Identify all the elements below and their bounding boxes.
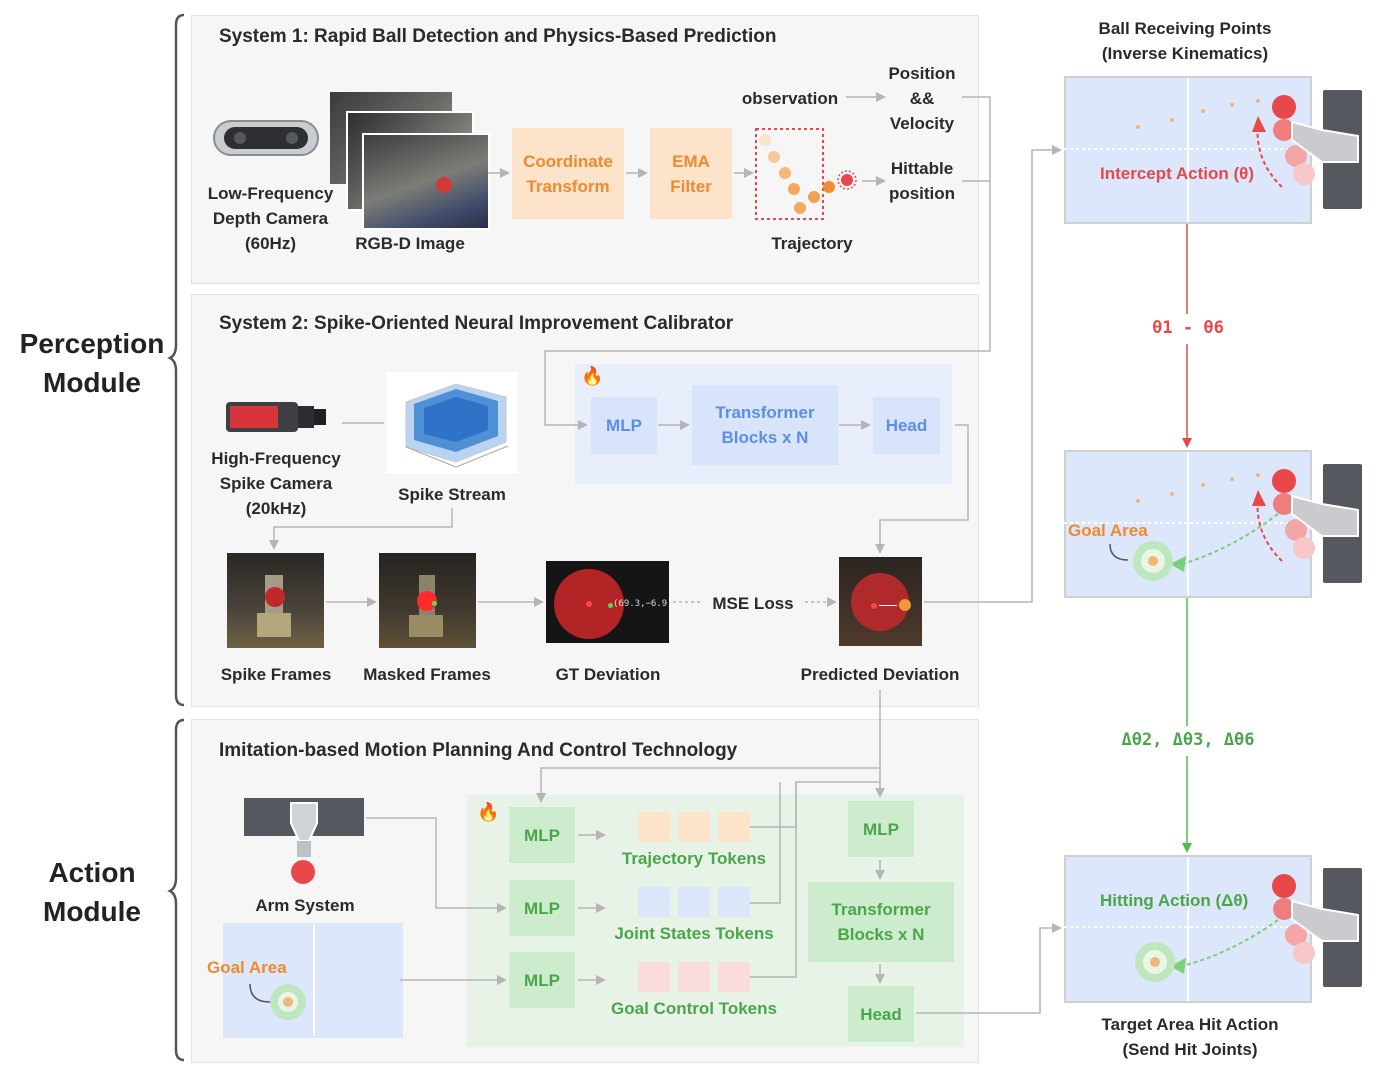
table-mid-centerline: [1187, 452, 1189, 596]
bottom-title-line2: (Send Hit Joints): [1122, 1040, 1258, 1059]
spike-frames-label: Spike Frames: [220, 665, 332, 684]
im-transformer-line1: Transformer: [831, 900, 931, 919]
pv-line2: &&: [909, 89, 935, 108]
top-title-line1: Ball Receiving Points: [1098, 19, 1272, 38]
goal-tokens-label: Goal Control Tokens: [611, 999, 777, 1018]
s2-transformer-line1: Transformer: [715, 403, 815, 422]
theta-range-label: θ1 - θ6: [1138, 318, 1238, 338]
fire-icon-2: 🔥: [477, 802, 500, 822]
spike-stream-label: Spike Stream: [398, 485, 506, 504]
position-velocity-label: Position && Velocity: [872, 61, 972, 136]
spike-camera-icon: [226, 402, 326, 432]
system2-head-box: Head: [873, 397, 940, 454]
perception-module-label: Perception Module: [12, 324, 172, 402]
imitation-title: Imitation-based Motion Planning And Cont…: [219, 740, 738, 761]
joint-token: [718, 887, 750, 917]
pv-line1: Position: [888, 64, 956, 83]
delta-theta-label: Δθ2, Δθ3, Δθ6: [1104, 730, 1272, 750]
imitation-head-box: Head: [848, 986, 914, 1042]
arm-system-label: Arm System: [255, 896, 355, 915]
spike-camera-label: High-Frequency Spike Camera (20kHz): [200, 446, 352, 521]
goal-area-table: [223, 923, 403, 1038]
imitation-mlp-4: MLP: [848, 801, 914, 857]
gt-deviation-image: (69.3,−6.9): [546, 561, 669, 643]
coord-line1: Coordinate: [523, 151, 613, 171]
hitting-action-label: Hitting Action (Δθ): [1100, 891, 1249, 910]
intercept-action-label: Intercept Action (θ): [1100, 164, 1255, 183]
goal-token: [638, 962, 670, 992]
system2-title: System 2: Spike-Oriented Neural Improvem…: [219, 313, 734, 334]
camera-line1: Low-Frequency: [207, 184, 334, 203]
hittable-position-label: Hittable position: [872, 156, 972, 206]
action-line1: Action: [48, 857, 136, 888]
trajectory-plot: [755, 128, 857, 220]
perception-line1: Perception: [19, 328, 165, 359]
action-module-label: Action Module: [12, 853, 172, 931]
masked-frames-image: [379, 553, 476, 648]
spike-frames-image: [227, 553, 324, 648]
trajectory-label: Trajectory: [771, 234, 853, 253]
spike-cam-line2: Spike Camera: [219, 474, 333, 493]
goal-token: [718, 962, 750, 992]
goal-area-label-left: Goal Area: [207, 958, 287, 977]
hit-line1: Hittable: [890, 159, 954, 178]
imitation-mlp-2: MLP: [509, 880, 575, 936]
robot-arm-icon: [244, 798, 364, 884]
table-top-centerline: [1187, 78, 1189, 222]
trajectory-token: [718, 812, 750, 842]
imitation-mlp-1: MLP: [509, 807, 575, 863]
goal-area-label-right: Goal Area: [1068, 521, 1148, 540]
goal-token: [678, 962, 710, 992]
rgbd-label: RGB-D Image: [355, 234, 465, 253]
right-column-graphics: [1064, 95, 1359, 982]
camera-line3: (60Hz): [244, 234, 296, 253]
observation-label: observation: [741, 89, 839, 108]
coord-line2: Transform: [526, 176, 610, 196]
ball-receiving-title: Ball Receiving Points (Inverse Kinematic…: [1070, 16, 1300, 66]
mse-loss-label: MSE Loss: [712, 594, 794, 613]
goal-target-icon-left: [249, 983, 306, 1020]
system2-mlp-box: MLP: [591, 397, 657, 454]
spike-stream-plot: [386, 372, 518, 474]
trajectory-token: [678, 812, 710, 842]
s2-transformer-line2: Blocks x N: [721, 428, 809, 447]
camera-line2: Depth Camera: [212, 209, 329, 228]
top-title-line2: (Inverse Kinematics): [1101, 44, 1269, 63]
target-area-title: Target Area Hit Action (Send Hit Joints): [1070, 1012, 1310, 1062]
gt-deviation-label: GT Deviation: [555, 665, 661, 684]
pv-line3: Velocity: [889, 114, 955, 133]
perception-line2: Module: [43, 367, 141, 398]
joint-token: [638, 887, 670, 917]
masked-frames-label: Masked Frames: [363, 665, 491, 684]
spike-cam-line3: (20kHz): [245, 499, 307, 518]
imitation-mlp-3: MLP: [509, 952, 575, 1008]
table-bottom-centerline: [1187, 857, 1189, 1001]
trajectory-tokens-label: Trajectory Tokens: [621, 849, 767, 868]
ema-filter-box: EMA Filter: [650, 128, 732, 219]
bottom-title-line1: Target Area Hit Action: [1101, 1015, 1279, 1034]
system1-title: System 1: Rapid Ball Detection and Physi…: [219, 26, 777, 47]
trajectory-token: [638, 812, 670, 842]
joint-tokens-label: Joint States Tokens: [614, 924, 774, 943]
depth-camera-icon: [213, 120, 319, 156]
ema-line2: Filter: [670, 176, 712, 196]
spike-cam-line1: High-Frequency: [211, 449, 341, 468]
gt-coords-text: (69.3,−6.9): [613, 599, 669, 609]
depth-camera-label: Low-Frequency Depth Camera (60Hz): [198, 181, 343, 256]
goal-table-centerline: [313, 925, 315, 1036]
action-line2: Module: [43, 896, 141, 927]
rgbd-frame-front: [362, 133, 490, 230]
predicted-deviation-image: [839, 557, 922, 646]
ema-line1: EMA: [672, 151, 710, 171]
joint-token: [678, 887, 710, 917]
im-transformer-line2: Blocks x N: [837, 925, 925, 944]
hit-line2: position: [888, 184, 956, 203]
predicted-deviation-label: Predicted Deviation: [800, 665, 960, 684]
fire-icon: 🔥: [581, 366, 604, 386]
